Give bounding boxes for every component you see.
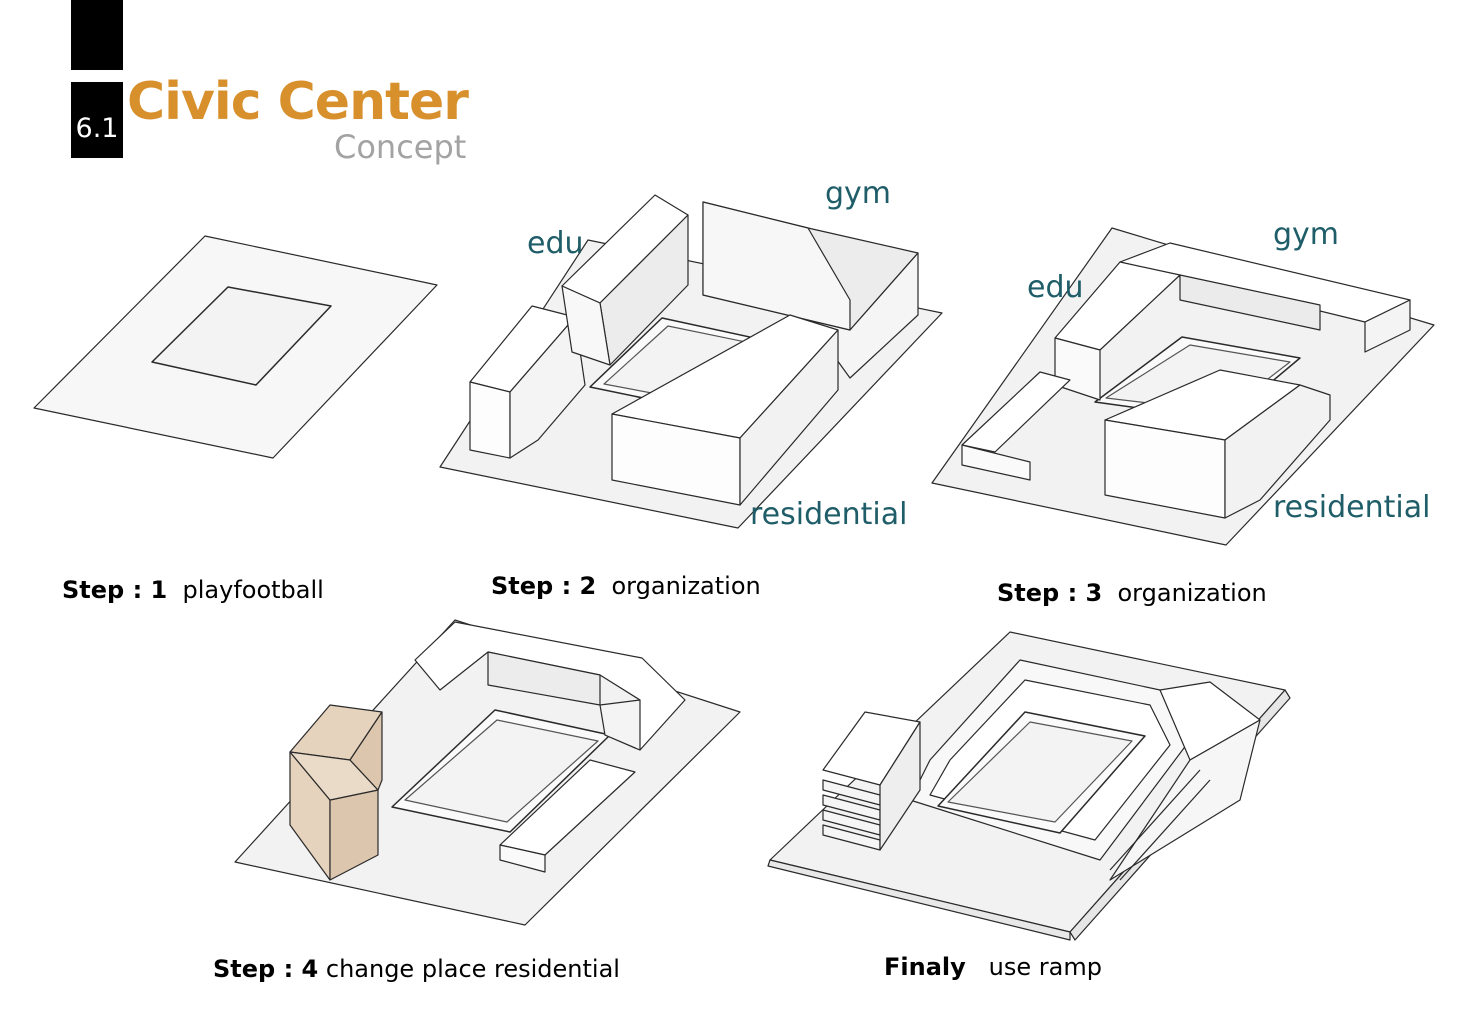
step3-caption-text: organization xyxy=(1118,579,1267,607)
step3-label-edu: edu xyxy=(1027,270,1084,305)
step2-diagram xyxy=(440,195,942,528)
step1-caption: Step : 1 playfootball xyxy=(62,576,324,604)
step2-caption-text: organization xyxy=(612,572,761,600)
step3-caption: Step : 3 organization xyxy=(997,579,1267,607)
step4-caption: Step : 4 change place residential xyxy=(213,955,620,983)
step1-caption-text: playfootball xyxy=(183,576,324,604)
step2-caption-label: Step : 2 xyxy=(491,572,596,600)
final-caption-text: use ramp xyxy=(989,953,1102,981)
step3-label-gym: gym xyxy=(1273,217,1339,252)
step3-caption-label: Step : 3 xyxy=(997,579,1102,607)
step3-label-residential: residential xyxy=(1273,490,1430,525)
step1-diagram xyxy=(34,236,437,458)
final-diagram xyxy=(768,632,1290,940)
final-caption: Finaly use ramp xyxy=(884,953,1102,981)
step4-caption-label: Step : 4 xyxy=(213,955,318,983)
step2-label-edu: edu xyxy=(527,226,584,261)
step2-label-residential: residential xyxy=(750,497,907,532)
step4-diagram xyxy=(235,620,740,925)
final-caption-label: Finaly xyxy=(884,953,966,981)
step4-caption-text: change place residential xyxy=(326,955,620,983)
step2-caption: Step : 2 organization xyxy=(491,572,761,600)
step1-caption-label: Step : 1 xyxy=(62,576,167,604)
step2-label-gym: gym xyxy=(825,176,891,211)
